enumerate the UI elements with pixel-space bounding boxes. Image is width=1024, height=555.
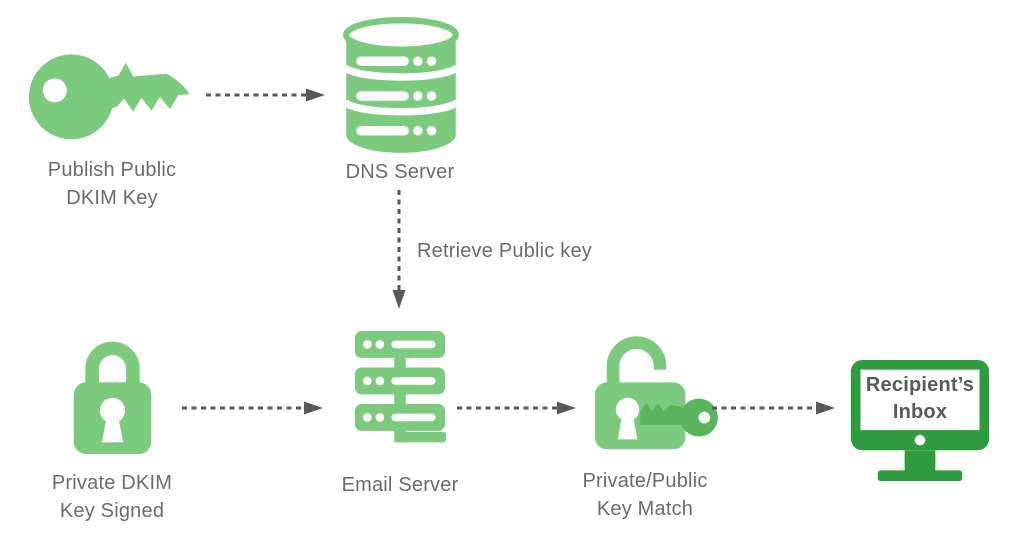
arrow-email-server-to-key-match	[457, 401, 576, 415]
monitor-icon	[850, 360, 990, 481]
server-unit	[354, 403, 446, 431]
arrow-key-match-to-inbox	[712, 401, 835, 415]
dns-server-label: DNS Server	[345, 161, 455, 183]
server-unit	[354, 331, 446, 358]
arrow-lock-to-email-server	[182, 401, 323, 415]
publish-public-dkim-key-label: Publish Public DKIM Key	[47, 159, 177, 209]
private-public-key-match-label: Private/Public Key Match	[582, 470, 708, 520]
private-dkim-key-signed-label: Private DKIM Key Signed	[51, 472, 173, 522]
retrieve-public-key-label: Retrieve Public key	[417, 240, 592, 262]
server-icon	[354, 331, 447, 443]
key-icon	[28, 54, 190, 140]
recipients-inbox-label: Recipient’s Inbox	[865, 374, 975, 423]
email-server-label: Email Server	[341, 474, 459, 496]
database-icon	[340, 17, 462, 153]
padlock-unlocked-key-icon	[595, 336, 718, 450]
small-key	[640, 398, 718, 437]
arrow-dns-to-email-server	[392, 190, 406, 309]
monitor-screen	[860, 369, 980, 431]
keyhole	[99, 397, 126, 424]
key-hole	[42, 78, 67, 103]
arrow-key-to-dns	[206, 88, 325, 102]
padlock-locked-icon	[73, 341, 152, 455]
keyhole	[615, 397, 640, 422]
server-unit	[354, 367, 446, 395]
